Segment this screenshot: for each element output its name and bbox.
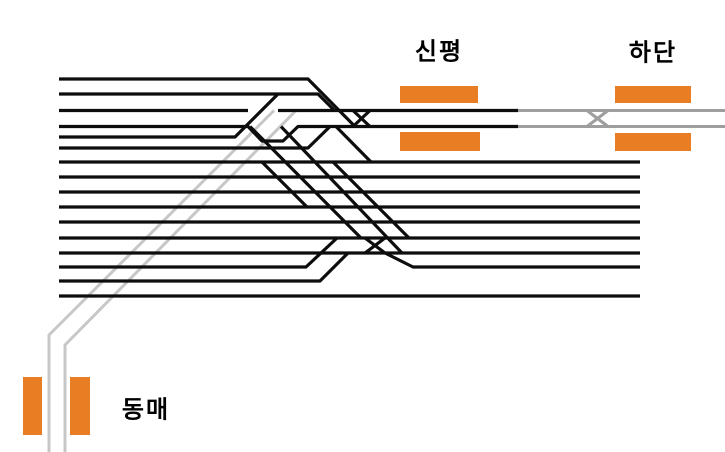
ladder-diagonal-1 (248, 125, 363, 240)
black-crossover-yard-b (364, 236, 386, 255)
black-crossover-main-b (351, 109, 372, 128)
hadan-platform-1 (615, 86, 691, 103)
hadan-platform-2 (615, 133, 691, 151)
yard-line-14-right (384, 251, 640, 269)
sinpyeong-platform-2 (400, 132, 480, 151)
station-label-sinpyeong: 신평 (414, 37, 464, 66)
connector-3 (260, 160, 309, 209)
yard-line-14-left (59, 236, 339, 269)
connector-2 (331, 160, 411, 240)
dongmae-platform-1 (23, 377, 42, 435)
gray-crossover-b (586, 109, 609, 128)
yard-line-2 (59, 92, 336, 112)
station-label-hadan: 하단 (628, 38, 678, 67)
sinpyeong-platform-1 (400, 86, 478, 103)
branch-track-2 (63, 109, 298, 452)
yard-line-1 (59, 77, 357, 128)
station-label-dongmae: 동매 (121, 395, 171, 424)
branch-track-1 (47, 109, 276, 452)
yard-line-15 (59, 251, 350, 283)
yard-line-5 (59, 92, 280, 139)
main-track-down (59, 124, 518, 143)
yard-line-6 (59, 125, 332, 150)
dongmae-platform-2 (70, 377, 90, 435)
connector-1 (334, 125, 373, 164)
ladder-diagonal-2 (279, 125, 404, 255)
